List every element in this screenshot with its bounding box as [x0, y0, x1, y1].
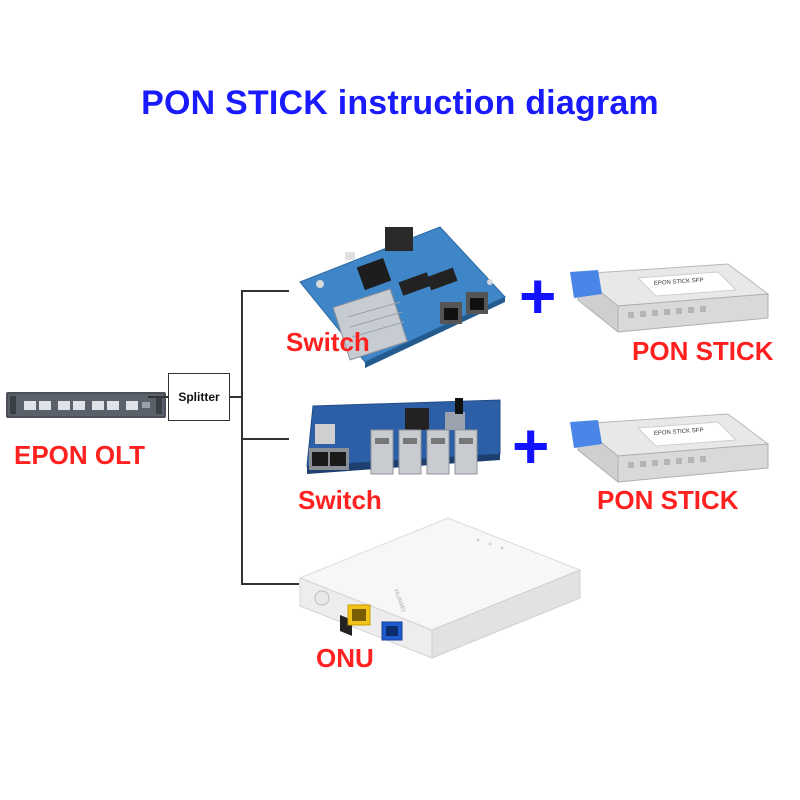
- branch-line-3: [241, 583, 299, 585]
- plus-icon-1: +: [519, 260, 557, 332]
- pon-stick-image-2: EPON STICK SFP: [570, 413, 770, 484]
- pon-stick-label-1: PON STICK: [632, 336, 774, 366]
- pon-stick-sticker-text-2: EPON STICK SFP: [654, 428, 704, 437]
- epon-olt-image: [6, 392, 166, 418]
- plus-icon-2: +: [512, 410, 550, 482]
- page-title: PON STICK instruction diagram: [141, 84, 659, 122]
- switch-board-image-1: [299, 226, 506, 368]
- onu-label: ONU: [316, 643, 374, 673]
- onu-image: HUAWEI: [298, 517, 582, 659]
- pon-stick-image-1: EPON STICK SFP: [570, 263, 770, 334]
- splitter-out-line: [230, 396, 242, 398]
- branch-line-2: [241, 438, 289, 440]
- pon-stick-sticker-text-1: EPON STICK SFP: [654, 278, 704, 287]
- olt-to-splitter-line: [148, 396, 168, 398]
- switch-label-2: Switch: [298, 485, 382, 515]
- epon-olt-label: EPON OLT: [14, 440, 145, 470]
- branch-line-1: [241, 290, 289, 292]
- trunk-line: [241, 290, 243, 585]
- pon-stick-label-2: PON STICK: [597, 485, 739, 515]
- switch-label-1: Switch: [286, 327, 370, 357]
- switch-board-image-2: [306, 398, 501, 475]
- splitter-box: Splitter: [168, 373, 230, 421]
- splitter-label: Splitter: [178, 390, 220, 404]
